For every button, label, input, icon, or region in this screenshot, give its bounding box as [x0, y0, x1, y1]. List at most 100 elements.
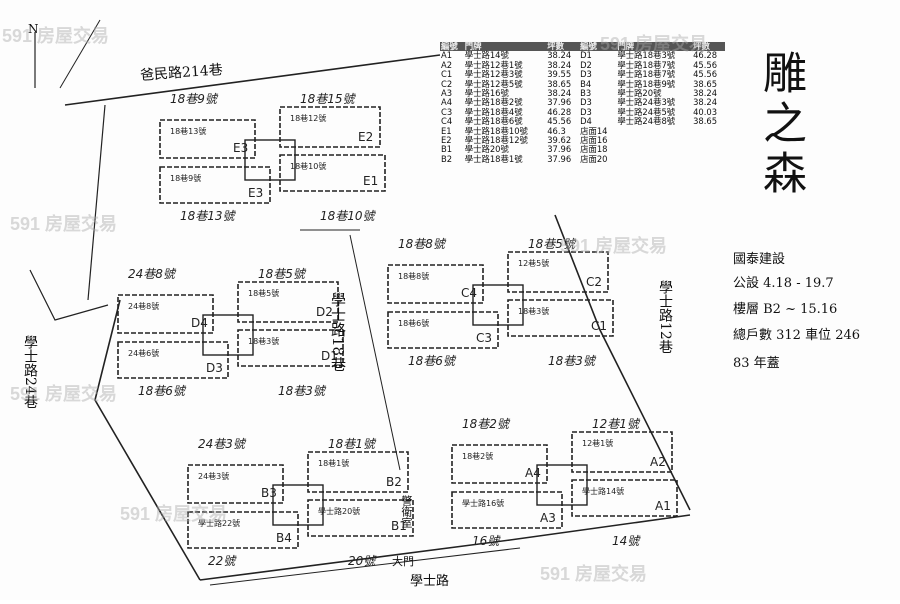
unit-address: 18巷6號	[398, 318, 429, 328]
note-line: 樓層 B2 ~ 15.16	[733, 302, 838, 317]
bottom-road-line	[209, 547, 521, 586]
table-header-cell: 門牌	[616, 41, 693, 52]
table-cell: 學士路18巷12號	[464, 135, 528, 146]
unit-code: D2	[316, 305, 333, 319]
table-cell: D3	[580, 106, 592, 117]
unit-address: 學士路14號	[582, 486, 624, 496]
note-line: 公設 4.18 - 19.7	[733, 276, 834, 291]
unit-address: 18巷2號	[462, 451, 493, 461]
table-cell: A1	[441, 50, 453, 61]
unit-code: A2	[650, 455, 666, 469]
unit-code: C3	[476, 331, 492, 345]
table-cell: 37.96	[547, 153, 572, 164]
watermark: 591 房屋交易	[10, 214, 118, 234]
unit-code: C2	[586, 275, 602, 289]
handwritten-address: 18巷2號	[462, 417, 511, 431]
table-cell: 學士路24巷5號	[617, 106, 676, 117]
unit-code: A3	[540, 511, 556, 525]
table-cell: B1	[441, 144, 453, 155]
unit-address: 18巷1號	[318, 458, 349, 468]
handwritten-address: 18巷3號	[548, 354, 597, 368]
unit-code: D4	[191, 316, 208, 330]
community-title: 雕之森	[755, 50, 806, 200]
unit-address: 24巷8號	[128, 301, 159, 311]
table-cell	[692, 136, 725, 145]
table-cell: B2	[441, 153, 453, 164]
table-cell: 學士路12巷3號	[464, 69, 523, 80]
table-cell: B4	[580, 78, 592, 89]
table-cell: 38.65	[693, 78, 718, 89]
handwritten-address: 16號	[472, 534, 501, 548]
unit-outline	[159, 119, 256, 159]
note-line: 83 年蓋	[733, 356, 780, 371]
unit-address: 18巷13號	[170, 126, 206, 136]
handwritten-address: 18巷3號	[278, 384, 327, 398]
left-road-edge	[29, 269, 109, 321]
table-row: E2 學士路18巷12號 39.62 店面16	[440, 135, 725, 146]
table-cell: 38.24	[547, 88, 572, 99]
table-cell: 39.62	[547, 135, 572, 146]
table-cell	[692, 155, 725, 164]
unit-outline	[387, 311, 499, 349]
unit-outline	[451, 444, 548, 484]
road-label-left: 學士路24巷	[22, 335, 38, 409]
unit-address: 12巷1號	[582, 438, 613, 448]
handwritten-address: 18巷5號	[528, 237, 577, 251]
table-cell: 38.24	[693, 97, 718, 108]
table-cell: 39.55	[547, 69, 572, 80]
handwritten-address: 18巷1號	[328, 437, 377, 451]
table-header-cell: 編號	[579, 41, 617, 52]
unit-code: C1	[591, 319, 607, 333]
handwritten-address: 22號	[208, 554, 237, 568]
table-header-cell: 坪數	[546, 41, 580, 52]
table-cell: 45.56	[547, 116, 572, 127]
handwritten-address: 18巷8號	[398, 237, 447, 251]
table-cell: 學士路12巷5號	[464, 78, 523, 89]
table-cell: 學士路12巷1號	[464, 59, 523, 70]
table-cell: 店面14	[580, 125, 608, 136]
unit-address: 學士路20號	[318, 506, 360, 516]
table-cell: D3	[580, 97, 592, 108]
table-cell	[616, 127, 692, 136]
table-header-cell: 編號	[440, 41, 464, 52]
table-cell: 37.96	[547, 144, 572, 155]
handwritten-address: 18巷9號	[170, 92, 219, 106]
table-cell: 38.65	[693, 116, 718, 127]
unit-address: 18巷5號	[248, 288, 279, 298]
table-cell: 46.28	[547, 106, 572, 117]
table-cell: E2	[441, 135, 452, 146]
table-cell: 店面16	[580, 135, 608, 146]
table-cell: 學士路18巷7號	[617, 69, 676, 80]
table-cell	[616, 155, 692, 164]
unit-address: 12巷5號	[518, 258, 549, 268]
table-cell: 店面20	[580, 153, 608, 164]
watermark: 591 房屋交易	[540, 564, 648, 584]
table-cell: B3	[580, 88, 592, 99]
unit-outline	[507, 299, 614, 337]
unit-code: D1	[321, 349, 338, 363]
road-label-bottom: 學士路	[410, 574, 450, 589]
unit-outline	[571, 479, 678, 517]
table-cell: 學士路18巷10號	[464, 125, 528, 136]
table-cell: 學士路18巷6號	[464, 116, 523, 127]
unit-code: B4	[276, 531, 292, 545]
unit-address: 18巷8號	[398, 271, 429, 281]
table-cell	[616, 136, 692, 145]
table-cell: D2	[580, 59, 592, 70]
handwritten-address: 18巷6號	[138, 384, 187, 398]
table-cell: 46.3	[547, 125, 566, 136]
handwritten-address: 24巷3號	[198, 437, 247, 451]
handwritten-address: 18巷13號	[180, 209, 237, 223]
note-line: 國泰建設	[733, 252, 786, 267]
table-cell: D3	[580, 69, 592, 80]
